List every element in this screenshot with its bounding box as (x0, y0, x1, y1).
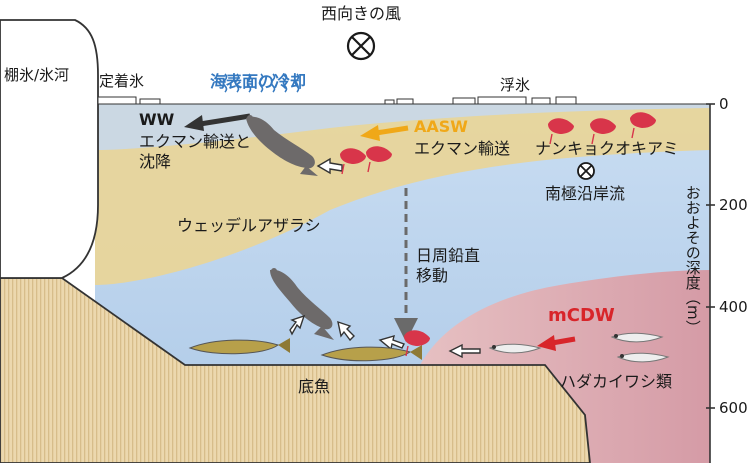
current-into-page-icon (577, 162, 595, 180)
krill-icon (404, 330, 430, 357)
pack-ice-block (396, 98, 414, 105)
wind-into-page-icon (346, 31, 376, 61)
depth-tick-0: 0 (719, 95, 729, 113)
lanternfish-icon (488, 343, 542, 354)
pack-ice-block (531, 97, 551, 105)
fast-ice-block (139, 98, 161, 105)
lanternfish-icon (616, 352, 670, 363)
ice-shelf (0, 19, 99, 279)
ice-shelf-label: 棚氷/氷河 (4, 66, 70, 84)
fast-ice-block (97, 96, 137, 105)
benthic-fish-label: 底魚 (298, 377, 331, 396)
lanternfish-icon (610, 332, 664, 343)
seal-icon (246, 115, 318, 176)
krill-icon (340, 148, 366, 175)
benthic-fish-icon (188, 338, 290, 355)
depth-axis-title: おおよその深度（m） (683, 185, 702, 335)
benthic-fish-icon (320, 345, 422, 362)
krill-icon (548, 118, 574, 145)
seabed (0, 277, 591, 463)
wind-label: 西向きの風 (321, 4, 402, 23)
mcdw-arrow (537, 335, 576, 351)
krill-icon (630, 112, 656, 139)
krill-icon (590, 118, 616, 145)
surface-cooling-label: 海表面の冷却 (210, 72, 307, 91)
depth-tick-200: 200 (719, 196, 747, 214)
depth-axis (706, 103, 715, 463)
aasw-band (95, 104, 710, 285)
sea-ice-label: 浮氷 (500, 76, 531, 94)
surface-cooling-waves (222, 73, 300, 93)
coastal-current-label: 南極沿岸流 (545, 184, 626, 203)
krill-icon (366, 146, 392, 173)
depth-tick-600: 600 (719, 399, 747, 417)
seal-icon (270, 268, 334, 340)
diel-migration-label: 日周鉛直 移動 (416, 246, 481, 285)
aasw-arrow (360, 125, 409, 141)
pack-ice-block (384, 99, 395, 105)
fast-ice-label: 定着氷 (99, 72, 145, 90)
seal-label: ウェッデルアザラシ (177, 216, 321, 235)
ww-arrow (184, 113, 251, 131)
aasw-label: AASW (414, 117, 468, 136)
pack-ice-block (555, 96, 577, 105)
pack-ice-block (452, 97, 476, 105)
lanternfish-label: ハダカイワシ類 (560, 372, 673, 391)
depth-tick-400: 400 (719, 298, 747, 316)
mcdw-label: mCDW (548, 305, 615, 326)
pack-ice-block (477, 96, 527, 105)
krill-label: ナンキョクオキアミ (535, 139, 679, 158)
ekman-label: エクマン輸送 (414, 139, 511, 158)
ekman-sink-label: エクマン輸送と 沈降 (139, 132, 252, 171)
white-arrows (289, 157, 481, 359)
ww-label: WW (139, 110, 175, 129)
